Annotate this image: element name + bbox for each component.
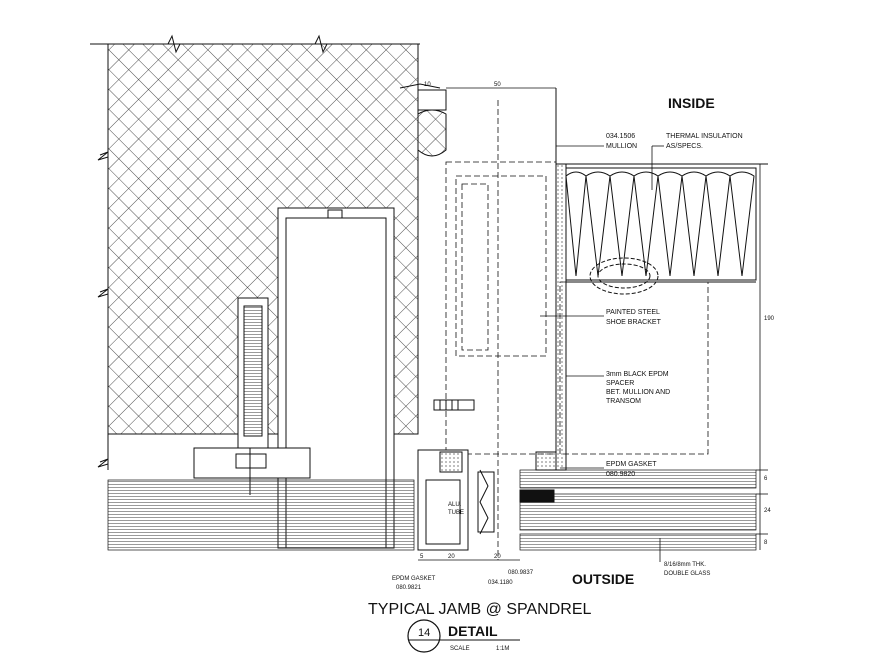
bracket-label-2: SHOE BRACKET	[606, 319, 662, 326]
gasket-left-label-1: EPDM GASKET	[392, 576, 436, 582]
thermal-insulation	[565, 167, 757, 295]
glass-label-2: DOUBLE GLASS	[664, 571, 710, 577]
dim-6: 6	[764, 476, 768, 482]
mullion-frame	[555, 88, 768, 471]
code-9837-label: 080.9837	[508, 570, 534, 576]
inside-label: INSIDE	[668, 95, 715, 111]
gasket-label-2: 080.9820	[606, 471, 635, 478]
scale-value: 1:1M	[496, 646, 509, 652]
spacer-label-1: 3mm BLACK EPDM	[606, 371, 669, 378]
spacer-label-2: SPACER	[606, 380, 634, 387]
dim-20a: 20	[448, 554, 455, 560]
anchor-bolt	[193, 297, 311, 495]
detail-number-circle	[407, 619, 441, 653]
dim-8: 8	[764, 540, 768, 546]
gasket-left-label-2: 080.9821	[396, 585, 422, 591]
thermal-label-2: AS/SPECS.	[666, 143, 703, 150]
dim-24: 24	[764, 508, 771, 514]
spacer-label-3: BET. MULLION AND	[606, 389, 670, 396]
mullion-code-label: 034.1506	[606, 133, 635, 140]
dim-20b: 20	[494, 554, 501, 560]
mullion-label: MULLION	[606, 143, 637, 150]
gasket-label-1: EPDM GASKET	[606, 461, 657, 468]
dimension-lines	[418, 87, 768, 561]
code-1180-label: 034.1180	[488, 580, 513, 586]
bracket-label-1: PAINTED STEEL	[606, 309, 660, 316]
dim-5: 5	[420, 554, 424, 560]
dim-50: 50	[494, 82, 501, 88]
thermal-label-1: THERMAL INSULATION	[666, 133, 743, 140]
screw-icon	[433, 399, 475, 411]
outside-label: OUTSIDE	[572, 571, 634, 587]
aluminium-profile	[417, 449, 557, 551]
scale-label: SCALE	[450, 646, 470, 652]
dim-10: 10	[424, 82, 431, 88]
floor-slab	[107, 469, 757, 551]
detail-subtitle: DETAIL	[448, 623, 498, 639]
dim-190: 190	[764, 316, 775, 322]
leader-lines	[540, 145, 664, 562]
spacer-label-4: TRANSOM	[606, 398, 641, 405]
glass-label-1: 8/16/8mm THK.	[664, 562, 706, 568]
drawing-title: TYPICAL JAMB @ SPANDREL	[368, 601, 592, 618]
top-fixture	[399, 83, 447, 157]
alu-tube-label-1: ALU.	[448, 502, 462, 508]
alu-tube-label-2: TUBE	[448, 510, 464, 516]
detail-number: 14	[418, 627, 430, 639]
